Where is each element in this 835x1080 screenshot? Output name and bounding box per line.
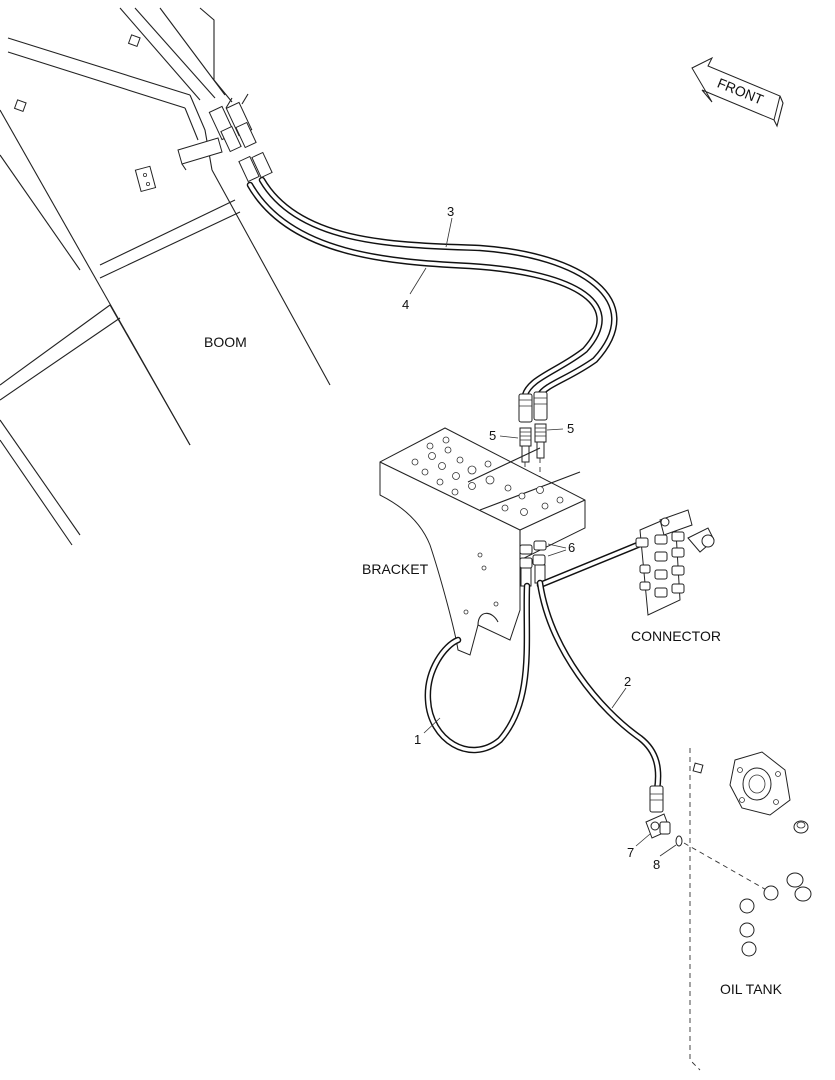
oil-tank-label: OIL TANK	[720, 981, 783, 997]
front-arrow: FRONT	[691, 56, 784, 128]
hose-2	[536, 579, 664, 813]
callout-6-text: 6	[568, 540, 575, 555]
connector-label: CONNECTOR	[631, 628, 721, 644]
hose-3	[258, 176, 618, 399]
callout-5-right: 5	[546, 421, 574, 436]
callout-2: 2	[611, 674, 631, 709]
callout-7-text: 7	[627, 845, 634, 860]
callout-3: 3	[445, 204, 454, 248]
nuts-6	[519, 540, 547, 587]
callout-5-left-text: 5	[489, 428, 496, 443]
callout-6: 6	[547, 540, 575, 557]
tank-ports	[739, 872, 812, 957]
boom-label: BOOM	[204, 334, 247, 350]
connector-ports	[639, 531, 685, 598]
callout-5-left: 5	[489, 428, 519, 443]
callout-8: 8	[653, 844, 677, 872]
elbow-fitting-7	[645, 813, 671, 839]
connector-pipe	[536, 538, 649, 589]
hose-1	[424, 582, 531, 754]
callout-7: 7	[627, 833, 651, 860]
callout-1: 1	[414, 717, 441, 747]
oil-tank	[689, 748, 812, 1071]
callout-3-text: 3	[447, 204, 454, 219]
callout-5-right-text: 5	[567, 421, 574, 436]
bracket-label: BRACKET	[362, 561, 429, 577]
callout-8-text: 8	[653, 857, 660, 872]
hose-3-4-lower-fittings	[518, 391, 548, 423]
bracket	[379, 427, 586, 656]
callout-4: 4	[402, 267, 427, 312]
callout-4-text: 4	[402, 297, 409, 312]
callout-2-text: 2	[624, 674, 631, 689]
callout-1-text: 1	[414, 732, 421, 747]
o-ring-8	[675, 835, 683, 847]
upper-fittings	[208, 93, 273, 183]
boom-structure	[0, 7, 331, 546]
assembly-line	[683, 842, 771, 893]
bracket-holes	[411, 436, 564, 615]
hose-4	[246, 181, 603, 399]
connector-block	[635, 509, 715, 616]
